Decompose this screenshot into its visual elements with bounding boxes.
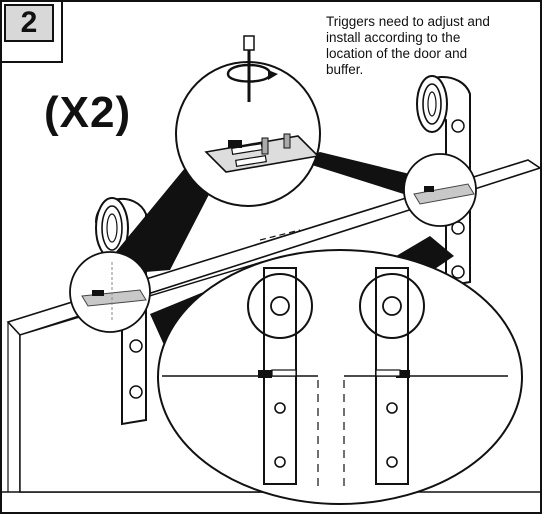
rail-joint: [259, 229, 301, 241]
instruction-line-1: Triggers need to adjust and: [326, 14, 490, 29]
quantity-label: (X2): [44, 88, 132, 137]
instruction-line-4: buffer.: [326, 62, 364, 77]
instruction-line-3: location of the door and: [326, 46, 468, 61]
instruction-note: Triggers need to adjust and install acco…: [326, 14, 538, 78]
instruction-line-2: install according to the: [326, 30, 461, 45]
wheel-and-bracket-detail: [150, 236, 523, 505]
right-hanger: [416, 75, 471, 288]
right-trigger-callout: [296, 152, 477, 227]
step-number-badge: 2: [4, 4, 54, 42]
trigger-screw-detail: [175, 35, 321, 207]
badge-frame: [2, 2, 63, 63]
